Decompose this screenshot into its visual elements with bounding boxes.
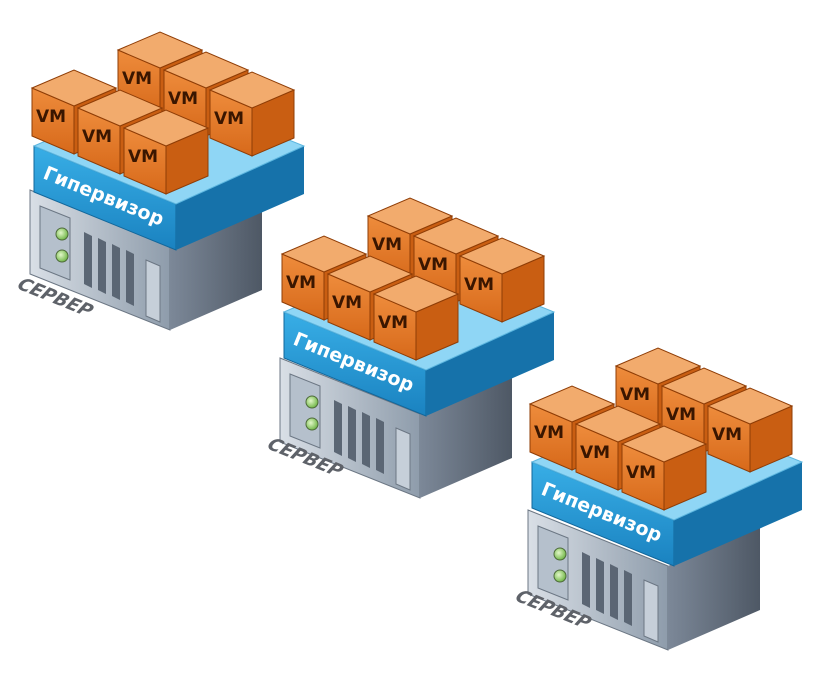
power-led-icon	[305, 395, 319, 409]
vm-label: VM	[168, 89, 198, 109]
vm-label: VM	[372, 235, 402, 255]
vm-label: VM	[128, 147, 158, 167]
server-stack-1: СЕРВЕР Гипервизор VM VM	[13, 31, 306, 331]
status-led-icon	[553, 569, 567, 583]
vm-label: VM	[378, 313, 408, 333]
drive-bays-icon	[84, 232, 134, 306]
vm-label: VM	[464, 275, 494, 295]
vm-label: VM	[534, 423, 564, 443]
vm-label: VM	[286, 273, 316, 293]
vm-cube[interactable]: VM	[458, 237, 546, 323]
vm-label: VM	[332, 293, 362, 313]
vm-cube[interactable]: VM	[76, 89, 164, 175]
power-led-icon	[553, 547, 567, 561]
power-led-icon	[55, 227, 69, 241]
vm-cube[interactable]: VM	[122, 109, 210, 195]
vm-cube[interactable]: VM	[372, 275, 460, 361]
vm-group-2[interactable]: VM VM VM VM	[280, 197, 546, 361]
vm-label: VM	[666, 405, 696, 425]
vm-label: VM	[712, 425, 742, 445]
vm-label: VM	[418, 255, 448, 275]
vm-label: VM	[82, 127, 112, 147]
status-led-icon	[55, 249, 69, 263]
vm-group-1[interactable]: VM VM VM VM	[30, 31, 296, 195]
vm-group-3[interactable]: VM VM VM VM	[528, 347, 794, 511]
vm-label: VM	[626, 463, 656, 483]
status-led-icon	[305, 417, 319, 431]
vm-label: VM	[580, 443, 610, 463]
vm-label: VM	[620, 385, 650, 405]
server-stack-2: СЕРВЕР Гипервизор VM VM	[263, 197, 556, 499]
drive-bays-icon	[582, 552, 632, 626]
vm-cube[interactable]: VM	[620, 425, 708, 511]
vm-label: VM	[122, 69, 152, 89]
vm-cube[interactable]: VM	[208, 71, 296, 157]
vm-cube[interactable]: VM	[706, 387, 794, 473]
vm-label: VM	[214, 109, 244, 129]
vm-label: VM	[36, 107, 66, 127]
server-stack-3: СЕРВЕР Гипервизор VM VM	[511, 347, 804, 651]
drive-bays-icon	[334, 400, 384, 474]
